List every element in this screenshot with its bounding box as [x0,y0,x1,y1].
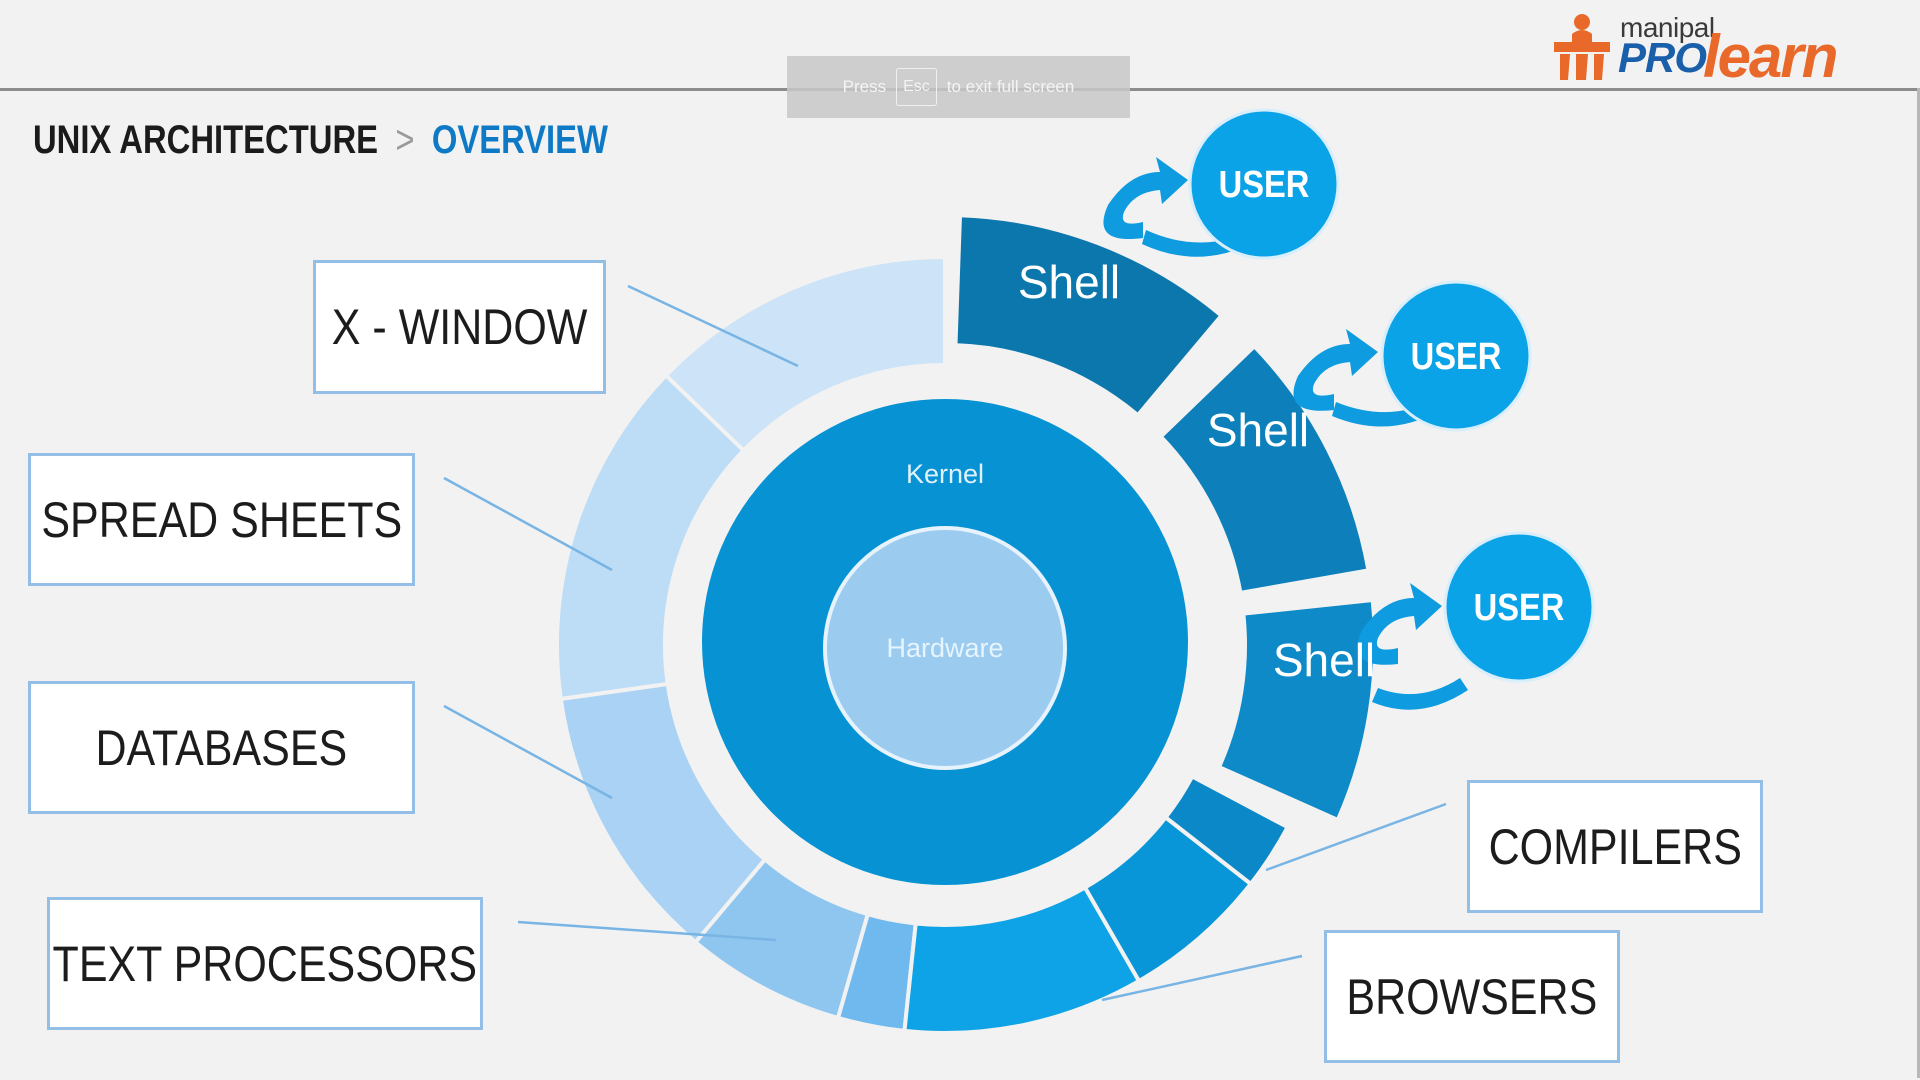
user-arrow-1-tail [1142,230,1236,257]
app-segment-databases [558,681,768,946]
slide-edge [1917,88,1920,1078]
user-1-label: USER [1219,163,1310,206]
app-segment-compilers-a [1082,814,1254,984]
connector-compilers [1265,802,1447,872]
connector-x-window [627,284,799,368]
app-label-text-processors: TEXT PROCESSORS [47,897,483,1030]
user-arrow-2 [1293,329,1378,411]
shell-labels: Shell Shell Shell [1018,256,1375,686]
user-2-label: USER [1411,335,1502,378]
logo-mark-icon [1554,14,1610,80]
connector-lines [443,284,1447,1002]
app-label-spread-sheets-text: SPREAD SHEETS [41,491,402,548]
esc-key: Esc [896,68,937,106]
user-arrow-1 [1103,157,1188,240]
logo-learn-text: learn [1703,23,1838,90]
app-label-compilers-text: COMPILERS [1488,818,1742,875]
shell-segment-1 [953,213,1225,419]
connector-text-processors [517,920,777,942]
breadcrumb: UNIX ARCHITECTURE > OVERVIEW [33,118,608,163]
users: USER USER USER [1188,108,1595,683]
app-segment-compilers-b [1162,773,1291,887]
user-3-label: USER [1474,586,1565,629]
shell-2-label: Shell [1207,404,1309,456]
app-label-compilers: COMPILERS [1467,780,1763,913]
app-label-browsers-text: BROWSERS [1346,968,1598,1025]
user-3-circle [1443,531,1595,683]
user-arrows [1103,157,1468,710]
app-label-spread-sheets: SPREAD SHEETS [28,453,415,586]
kernel-label: Kernel [906,459,984,489]
app-segment-text-processors-b [835,911,918,1034]
app-label-databases-text: DATABASES [95,719,348,776]
fullscreen-notice: Press Esc to exit full screen [787,56,1130,118]
app-label-x-window: X - WINDOW [313,260,606,394]
app-segment-x-window [663,254,947,454]
shell-3-label: Shell [1273,634,1375,686]
user-2-circle [1380,280,1532,432]
connector-spread-sheets [443,476,613,572]
user-arrow-2-tail [1332,402,1424,427]
app-label-x-window-text: X - WINDOW [331,299,588,355]
fullscreen-notice-after: to exit full screen [946,77,1075,96]
shell-ring [953,213,1377,823]
shell-segment-2 [1157,343,1371,596]
breadcrumb-root: UNIX ARCHITECTURE [33,118,379,162]
user-arrow-3 [1357,583,1442,665]
logo-manipal-text: manipal [1620,12,1715,43]
application-ring [555,254,1291,1035]
app-label-text-processors-text: TEXT PROCESSORS [52,935,478,992]
app-label-browsers: BROWSERS [1324,930,1620,1063]
app-segment-text-processors [692,856,871,1021]
fullscreen-notice-before: Press [842,77,887,96]
user-arrow-3-tail [1372,678,1468,710]
app-label-databases: DATABASES [28,681,415,814]
app-segment-spread-sheets [555,372,747,702]
connector-browsers [1101,954,1303,1002]
shell-1-label: Shell [1018,256,1120,308]
user-1-circle [1188,108,1340,260]
connector-databases [443,704,613,800]
hardware-label: Hardware [886,633,1003,663]
logo-pro-text: PRO [1618,34,1707,81]
app-segment-browsers [902,884,1142,1035]
hardware-circle [823,526,1067,770]
shell-segment-3 [1216,597,1377,823]
breadcrumb-separator: > [395,118,415,162]
breadcrumb-current: OVERVIEW [431,118,609,162]
manipal-prolearn-logo: manipal PRO learn [1548,8,1898,90]
